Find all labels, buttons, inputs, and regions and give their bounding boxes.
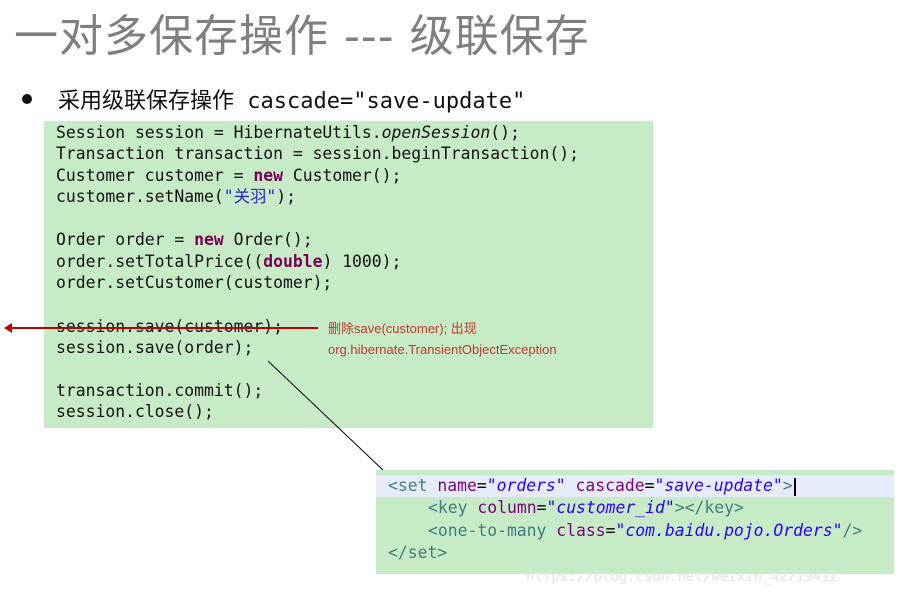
current-line-highlight: [376, 475, 894, 497]
xml-tag: >: [782, 476, 793, 495]
xml-tag: <set: [388, 476, 428, 495]
xml-attr: column: [477, 498, 537, 517]
code-text: customer.setName(: [56, 187, 224, 206]
code-method: openSession: [381, 123, 491, 142]
annotation-line-2: org.hibernate.TransientObjectException: [328, 342, 557, 357]
code-text: );: [276, 187, 297, 206]
code-line-6: order.setTotalPrice((double) 1000);: [56, 251, 401, 272]
xml-line-one-to-many: <one-to-many class="com.baidu.pojo.Order…: [428, 520, 862, 542]
code-keyword: new: [194, 230, 224, 249]
slide-title: 一对多保存操作 --- 级联保存: [14, 11, 590, 62]
xml-value: "customer_id": [546, 498, 675, 517]
code-line-11: session.close();: [56, 402, 214, 421]
code-line-5: Order order = new Order();: [56, 229, 313, 250]
code-line-9: session.save(order);: [56, 338, 254, 357]
xml-mapping-block: <set name="orders" cascade="save-update"…: [376, 470, 894, 574]
xml-value: "orders": [486, 476, 566, 495]
xml-tag: ></key>: [674, 498, 744, 517]
xml-tag: />: [842, 521, 863, 540]
xml-eq: =: [644, 476, 655, 495]
xml-tag: </set>: [388, 543, 448, 562]
code-text: Order order =: [56, 230, 195, 249]
code-line-3: Customer customer = new Customer();: [56, 165, 401, 186]
code-text: ();: [490, 123, 520, 142]
xml-line-set-open: <set name="orders" cascade="save-update"…: [388, 475, 796, 497]
xml-value: "com.baidu.pojo.Orders": [615, 521, 843, 540]
xml-attr: class: [556, 521, 606, 540]
strikethrough-arrow-icon: [4, 323, 12, 333]
code-line-struck: session.save(customer);: [56, 316, 283, 337]
xml-tag: <key: [428, 498, 468, 517]
code-text: ) 1000);: [322, 252, 402, 271]
xml-eq: =: [605, 521, 616, 540]
xml-eq: =: [536, 498, 547, 517]
annotation-line-1: 删除save(customer); 出现: [328, 321, 477, 336]
watermark: https://blog.csdn.net/weixin_42719412: [526, 569, 838, 585]
xml-attr: name: [437, 476, 477, 495]
code-text: order.setTotalPrice((: [56, 252, 264, 271]
code-string: "关羽": [223, 187, 277, 206]
text-cursor: [793, 477, 796, 496]
code-line-10: transaction.commit();: [56, 381, 264, 400]
code-text: Session session = HibernateUtils.: [56, 123, 382, 142]
code-text: Customer customer =: [56, 166, 254, 185]
code-text: Order();: [223, 230, 313, 249]
java-code-block: Session session = HibernateUtils.openSes…: [44, 121, 653, 428]
bullet-dot-icon: [22, 94, 32, 104]
bullet-item: 采用级联保存操作 cascade="save-update": [22, 82, 525, 116]
code-keyword: new: [253, 166, 283, 185]
strikethrough-line: [8, 327, 318, 329]
xml-tag: <one-to-many: [428, 521, 547, 540]
xml-line-set-close: </set>: [388, 542, 447, 564]
bullet-text: 采用级联保存操作 cascade="save-update": [58, 89, 526, 114]
code-line-7: order.setCustomer(customer);: [56, 273, 333, 292]
code-line-4: customer.setName("关羽");: [56, 186, 296, 207]
code-text: Customer();: [282, 166, 402, 185]
xml-eq: =: [476, 476, 487, 495]
xml-value: "save-update": [654, 476, 783, 495]
code-keyword: double: [263, 252, 323, 271]
xml-attr: cascade: [575, 476, 645, 495]
xml-line-key: <key column="customer_id"></key>: [428, 497, 744, 519]
code-line-2: Transaction transaction = session.beginT…: [56, 144, 580, 163]
code-line-1: Session session = HibernateUtils.openSes…: [56, 122, 520, 143]
